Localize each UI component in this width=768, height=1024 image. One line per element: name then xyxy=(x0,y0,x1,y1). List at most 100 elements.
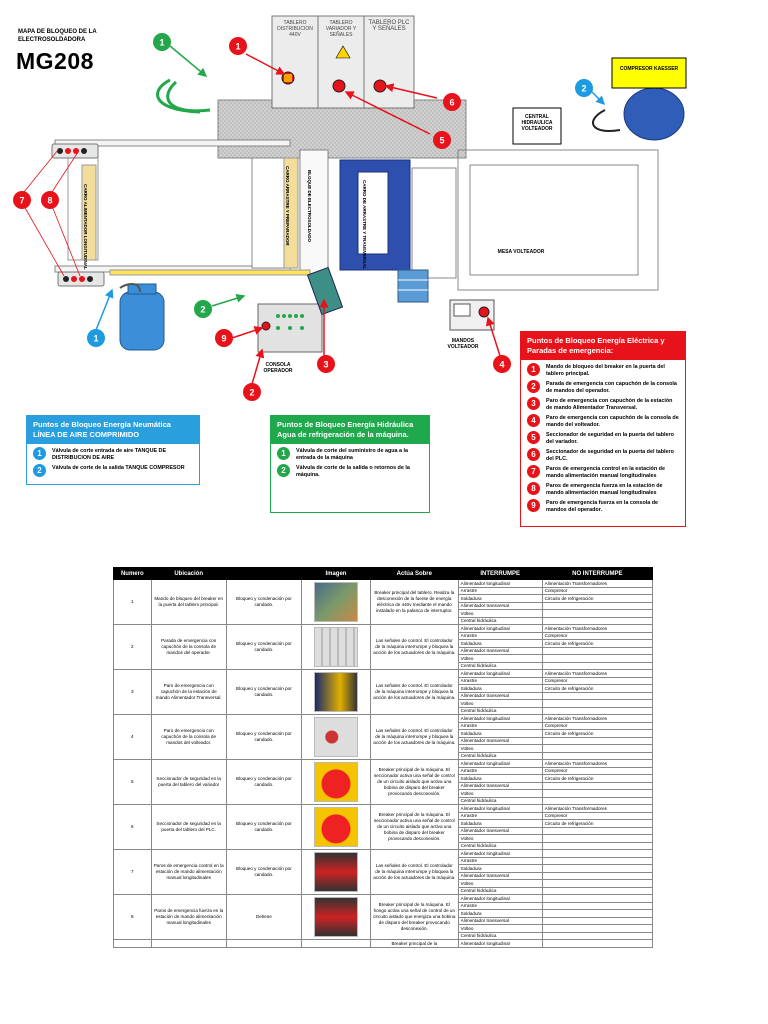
marker-green-1 xyxy=(153,33,171,51)
no-interrumpe-item xyxy=(541,789,654,798)
no-interrumpe-item xyxy=(541,871,654,880)
row-image-cell xyxy=(301,849,371,895)
compresor-label: COMPRESOR KAESSER xyxy=(619,66,679,72)
no-interrumpe-item: Alimentación Transformadores xyxy=(541,624,654,633)
marker-red-6 xyxy=(443,93,461,111)
mesa-volteador-label: MESA VOLTEADOR xyxy=(497,249,545,255)
central-hidraulica-box xyxy=(512,107,562,145)
svg-text:1: 1 xyxy=(159,38,164,48)
svg-text:1: 1 xyxy=(93,334,98,344)
row-image-cell xyxy=(301,804,371,850)
air-tank xyxy=(119,291,165,351)
interrumpe-item: Soldadura xyxy=(457,729,543,738)
row-photo xyxy=(313,672,358,712)
row-tipo: Detiene xyxy=(225,894,303,940)
interrumpe-item: Soldadura xyxy=(457,684,543,693)
interrumpe-item: Soldadura xyxy=(457,819,543,828)
consola-operador-label: CONSOLA OPERADOR xyxy=(263,362,293,374)
row-actua: Las señales de control. El controlador d… xyxy=(369,849,459,895)
row-tipo: Bloqueo y condenación por candado. xyxy=(225,579,303,625)
row-number: 2 xyxy=(113,624,152,670)
interrumpe-item: Alimentador transversal xyxy=(457,601,543,610)
row-actua: Breaker principal de la máquina. El secc… xyxy=(369,759,459,805)
no-interrumpe-item: Circuito de refrigeración xyxy=(541,639,654,648)
interrumpe-item: Volteo xyxy=(457,924,543,933)
row-actua: Las señales de control. El controlador d… xyxy=(369,714,459,760)
no-interrumpe-item xyxy=(541,744,654,753)
svg-text:7: 7 xyxy=(19,196,24,206)
no-interrumpe-item: Circuito de refrigeración xyxy=(541,594,654,603)
interrumpe-item: Alimentador transversal xyxy=(457,871,543,880)
carro-transversal-label: CARRO ARRASTRE Y PREPARADOR xyxy=(285,166,290,246)
interrumpe-item: Soldadura xyxy=(457,774,543,783)
no-interrumpe-item xyxy=(541,699,654,708)
header-imagen: Imagen xyxy=(301,567,371,580)
compresor-box xyxy=(611,57,687,89)
row-photo xyxy=(313,807,358,847)
marker-blue-1 xyxy=(87,329,105,347)
no-interrumpe-item xyxy=(541,826,654,835)
header-ubicacion: Ubicación xyxy=(150,567,227,580)
interrumpe-item: Arrastre xyxy=(457,856,543,865)
marker-green-2 xyxy=(194,300,212,318)
central-hidraulica-label: CENTRAL HIDRAULICA VOLTEADOR xyxy=(521,114,553,132)
no-interrumpe-item xyxy=(541,691,654,700)
partial-cell xyxy=(225,939,303,948)
no-interrumpe-item xyxy=(541,886,654,895)
svg-text:2: 2 xyxy=(581,84,586,94)
map-subtitle: MAPA DE BLOQUEO DE LA ELECTROSOLDADORA xyxy=(18,29,97,43)
panel-distribucion-label: TABLERO DISTRIBUCION 440V xyxy=(277,20,313,38)
no-interrumpe-item: Alimentación Transformadores xyxy=(541,759,654,768)
svg-text:4: 4 xyxy=(499,360,504,370)
row-actua: Breaker principal del tablero. Realiza l… xyxy=(369,579,459,625)
interrumpe-item: Alimentador longitudinal xyxy=(457,714,543,723)
carro-longitudinal-label: CARRO ALIMENTADOR LONGITUDINAL xyxy=(83,184,88,270)
interrumpe-item: Volteo xyxy=(457,834,543,843)
partial-cell xyxy=(541,939,654,948)
marker-red-8 xyxy=(41,191,59,209)
interrumpe-item: Arrastre xyxy=(457,631,543,640)
partial-cell: Breaker principal de la xyxy=(369,939,459,948)
legend-hidraulica-title: Puntos de Bloqueo Energía Hidráulica Agu… xyxy=(271,416,429,444)
no-interrumpe-item xyxy=(541,654,654,663)
partial-cell xyxy=(150,939,227,948)
interrumpe-item: Volteo xyxy=(457,744,543,753)
mandos-volteador-label: MANDOS VOLTEADOR xyxy=(447,338,479,350)
svg-text:1: 1 xyxy=(235,42,240,52)
interrumpe-item: Soldadura xyxy=(457,864,543,873)
row-image-cell xyxy=(301,894,371,940)
row-number: 3 xyxy=(113,669,152,715)
no-interrumpe-item xyxy=(541,901,654,910)
no-interrumpe-item xyxy=(541,879,654,888)
interrumpe-item: Arrastre xyxy=(457,901,543,910)
legend-hidraulica: Puntos de Bloqueo Energía Hidráulica Agu… xyxy=(270,415,430,513)
interrumpe-item: Alimentador transversal xyxy=(457,781,543,790)
no-interrumpe-item xyxy=(541,601,654,610)
row-ubicacion: Seccionador de seguridad en la puerta de… xyxy=(150,804,227,850)
no-interrumpe-item xyxy=(541,849,654,858)
svg-text:3: 3 xyxy=(323,360,328,370)
no-interrumpe-item xyxy=(541,706,654,715)
interrumpe-item: Arrastre xyxy=(457,721,543,730)
row-number: 7 xyxy=(113,849,152,895)
marker-red-2 xyxy=(243,383,261,401)
interrumpe-item: Alimentador longitudinal xyxy=(457,579,543,588)
row-photo xyxy=(313,717,358,757)
interrumpe-item: Alimentador transversal xyxy=(457,916,543,925)
no-interrumpe-item xyxy=(541,736,654,745)
no-interrumpe-item xyxy=(541,931,654,940)
no-interrumpe-item: Circuito de refrigeración xyxy=(541,774,654,783)
row-actua: Las señales de control. El controlador d… xyxy=(369,624,459,670)
no-interrumpe-item xyxy=(541,856,654,865)
interrumpe-item: Arrastre xyxy=(457,766,543,775)
row-photo xyxy=(313,852,358,892)
